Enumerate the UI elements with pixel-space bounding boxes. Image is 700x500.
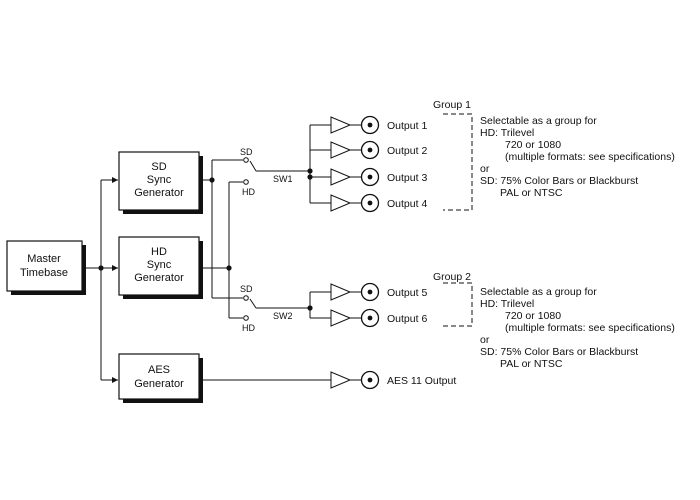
hd-sync-label-line2: Sync [147, 259, 172, 271]
group-1-note-7: PAL or NTSC [500, 187, 563, 199]
group-1-bracket: Group 1 [433, 99, 473, 211]
output-6-label: Output 6 [387, 313, 427, 325]
sw2-label: SW2 [273, 311, 293, 321]
output-1-label: Output 1 [387, 120, 427, 132]
output-2: Output 2 [360, 140, 427, 160]
group-1-note-2: HD: Trilevel [480, 127, 534, 139]
group-2-notes: Selectable as a group for HD: Trilevel 7… [480, 286, 675, 370]
aes-generator-block: AES Generator [118, 353, 203, 403]
buffer-6 [330, 309, 352, 327]
hd-sync-generator-block: HD Sync Generator [118, 236, 203, 299]
junction-dots [98, 168, 313, 311]
sw2-sd-label: SD [240, 284, 253, 294]
group-1-note-4: (multiple formats: see specifications) [505, 151, 675, 163]
hd-sync-label-line1: HD [151, 246, 167, 258]
buffer-5 [330, 283, 352, 301]
sd-sync-label-line1: SD [151, 161, 166, 173]
buffer-amplifiers [330, 116, 352, 389]
group-2-note-2: HD: Trilevel [480, 298, 534, 310]
group-1-notes: Selectable as a group for HD: Trilevel 7… [480, 115, 675, 199]
output-4-label: Output 4 [387, 198, 427, 210]
hd-sync-label-line3: Generator [134, 272, 184, 284]
master-label-line1: Master [27, 253, 61, 265]
group-2-note-5: or [480, 334, 490, 346]
output-5-label: Output 5 [387, 287, 427, 299]
group-2-note-4: (multiple formats: see specifications) [505, 322, 675, 334]
sw1-sd-label: SD [240, 147, 253, 157]
group-1-note-6: SD: 75% Color Bars or Blackburst [480, 175, 638, 187]
sw2-hd-label: HD [242, 323, 255, 333]
group-2-note-6: SD: 75% Color Bars or Blackburst [480, 346, 638, 358]
aes-gen-label-line1: AES [148, 364, 170, 376]
master-timebase-block: Master Timebase [6, 240, 86, 295]
sw1-hd-label: HD [242, 187, 255, 197]
output-3-label: Output 3 [387, 172, 427, 184]
group-1-note-1: Selectable as a group for [480, 115, 597, 127]
output-6: Output 6 [360, 308, 427, 328]
group-2-bracket: Group 2 [433, 271, 473, 327]
group-1-note-3: 720 or 1080 [505, 139, 561, 151]
output-3: Output 3 [360, 167, 427, 187]
group-2-note-1: Selectable as a group for [480, 286, 597, 298]
switch-terminals [243, 157, 249, 321]
buffer-aes [330, 371, 352, 389]
output-1: Output 1 [360, 115, 427, 135]
sd-sync-generator-block: SD Sync Generator [118, 151, 203, 214]
aes-11-output: AES 11 Output [360, 370, 456, 390]
output-5: Output 5 [360, 282, 427, 302]
output-2-label: Output 2 [387, 145, 427, 157]
buffer-3 [330, 168, 352, 186]
switch-labels: SD HD SW1 SD HD SW2 [240, 147, 293, 333]
buffer-4 [330, 194, 352, 212]
group-2-title: Group 2 [433, 271, 471, 283]
master-label-line2: Timebase [20, 267, 68, 279]
group-2-note-7: PAL or NTSC [500, 358, 563, 370]
sd-sync-label-line2: Sync [147, 174, 172, 186]
aes-output-label: AES 11 Output [387, 375, 456, 387]
group-2-note-3: 720 or 1080 [505, 310, 561, 322]
group-1-note-5: or [480, 163, 490, 175]
sd-sync-label-line3: Generator [134, 187, 184, 199]
output-4: Output 4 [360, 193, 427, 213]
aes-gen-label-line2: Generator [134, 378, 184, 390]
sw1-label: SW1 [273, 174, 293, 184]
group-1-title: Group 1 [433, 99, 471, 111]
buffer-2 [330, 141, 352, 159]
buffer-1 [330, 116, 352, 134]
